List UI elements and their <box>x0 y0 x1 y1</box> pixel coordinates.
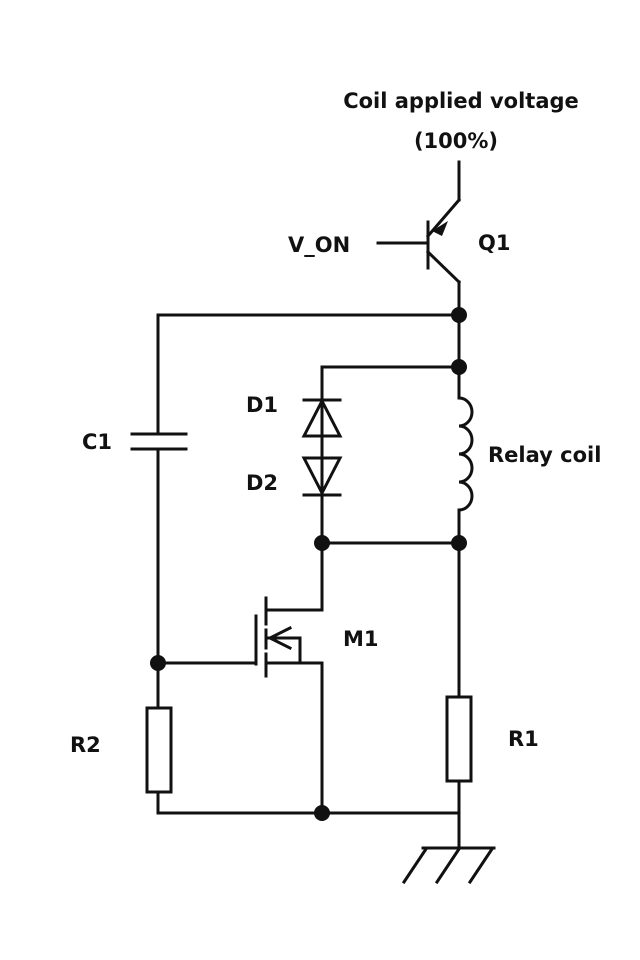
m1-arrow <box>266 625 293 651</box>
d2-triangle <box>301 456 343 497</box>
junction-dot <box>451 535 467 551</box>
supply-voltage-percent: (100%) <box>414 129 498 153</box>
relay-coil <box>457 396 474 512</box>
q1-emitter <box>425 197 462 239</box>
ground-hatch-2 <box>434 846 462 885</box>
relay-coil-label: Relay coil <box>488 443 601 467</box>
m1-label: M1 <box>343 627 379 651</box>
c1-label: C1 <box>82 430 112 454</box>
d1-triangle <box>301 397 343 438</box>
junction-dot <box>314 805 330 821</box>
c1-capacitor <box>130 432 188 451</box>
d1-label: D1 <box>246 393 278 417</box>
ground-hatch-1 <box>401 846 429 885</box>
junction-dot <box>451 359 467 375</box>
d1-diode <box>301 397 343 438</box>
junction-dot <box>451 307 467 323</box>
junction-dot <box>150 655 166 671</box>
d2-label: D2 <box>246 471 278 495</box>
junction-dot <box>314 535 330 551</box>
r2-resistor <box>145 706 173 794</box>
q1-emitter-arrow <box>432 221 448 236</box>
q1-label: Q1 <box>478 231 510 255</box>
r1-resistor <box>445 695 473 783</box>
r1-label: R1 <box>508 727 539 751</box>
supply-voltage-label: Coil applied voltage <box>343 89 579 113</box>
r2-label: R2 <box>70 733 101 757</box>
q1-collector <box>425 249 462 285</box>
q1-transistor <box>376 197 462 285</box>
v-on-label: V_ON <box>288 233 350 257</box>
m1-mosfet <box>156 541 324 815</box>
ground-symbol <box>401 846 496 885</box>
ground-hatch-3 <box>467 846 495 885</box>
d2-diode <box>301 456 343 497</box>
